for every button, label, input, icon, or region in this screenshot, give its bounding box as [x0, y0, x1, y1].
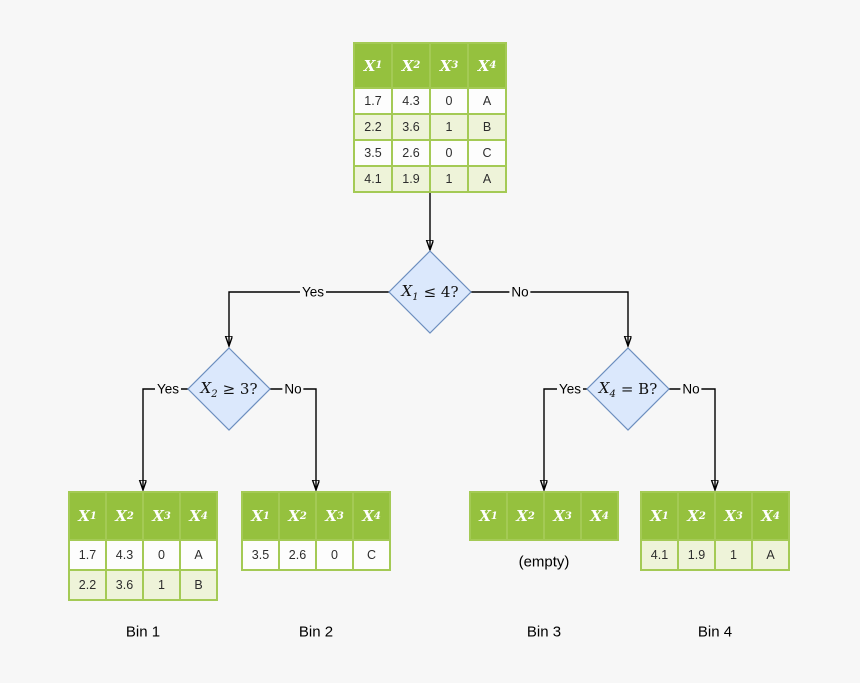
- bin4-caption: Bin 4: [697, 623, 733, 641]
- bin2-caption: Bin 2: [298, 623, 334, 641]
- table-cell: 1: [716, 541, 751, 569]
- table-cell: A: [469, 89, 505, 113]
- table-cell: 1.7: [70, 541, 105, 569]
- table-cell: C: [354, 541, 389, 569]
- table-cell: 0: [317, 541, 352, 569]
- table-cell: 0: [431, 141, 467, 165]
- table-cell: 4.3: [107, 541, 142, 569]
- edge-d1-yes: [229, 291, 389, 345]
- table-cell: 2.2: [70, 571, 105, 599]
- decision-label: X4 = B?: [598, 378, 658, 400]
- edge-d3-yes: [544, 388, 587, 489]
- branch-label-d1-yes: Yes: [299, 284, 327, 300]
- decision-label: X1 ≤ 4?: [401, 281, 459, 303]
- diamond-shape: [388, 250, 472, 334]
- decision-node-x4-eq-b: X4 = B?: [586, 347, 670, 431]
- table-cell: 1: [431, 167, 467, 191]
- diamond-shape: [187, 347, 271, 431]
- branch-label-d1-no: No: [509, 284, 531, 300]
- table-cell: 1.7: [355, 89, 391, 113]
- decision-node-x1-le-4: X1 ≤ 4?: [388, 250, 472, 334]
- bin1-caption: Bin 1: [125, 623, 161, 641]
- edge-d2-no: [270, 388, 316, 489]
- table-cell: A: [181, 541, 216, 569]
- branch-label-d2-no: No: [282, 381, 304, 397]
- table-cell: 0: [144, 541, 179, 569]
- table-cell: A: [753, 541, 788, 569]
- table-cell: 1.9: [393, 167, 429, 191]
- decision-node-x2-ge-3: X2 ≥ 3?: [187, 347, 271, 431]
- diamond-shape: [586, 347, 670, 431]
- table-cell: C: [469, 141, 505, 165]
- table-cell: B: [181, 571, 216, 599]
- edge-d2-yes: [143, 388, 188, 489]
- branch-label-d2-yes: Yes: [154, 381, 182, 397]
- table-cell: 2.6: [393, 141, 429, 165]
- table-cell: 4.3: [393, 89, 429, 113]
- edge-d1-no: [471, 291, 628, 345]
- edge-d3-no: [669, 388, 715, 489]
- table-cell: 2.6: [280, 541, 315, 569]
- table-cell: 2.2: [355, 115, 391, 139]
- table-cell: 0: [431, 89, 467, 113]
- table-cell: B: [469, 115, 505, 139]
- table-cell: 3.5: [243, 541, 278, 569]
- table-cell: 1.9: [679, 541, 714, 569]
- decision-label: X2 ≥ 3?: [200, 378, 258, 400]
- bin3-empty-indicator: (empty): [518, 553, 570, 571]
- table-cell: A: [469, 167, 505, 191]
- branch-label-d3-no: No: [680, 381, 702, 397]
- table-cell: 4.1: [642, 541, 677, 569]
- table-cell: 4.1: [355, 167, 391, 191]
- branch-label-d3-yes: Yes: [556, 381, 584, 397]
- table-cell: 3.6: [393, 115, 429, 139]
- table-cell: 1: [431, 115, 467, 139]
- table-cell: 3.5: [355, 141, 391, 165]
- table-cell: 3.6: [107, 571, 142, 599]
- bin3-caption: Bin 3: [526, 623, 562, 641]
- table-cell: 1: [144, 571, 179, 599]
